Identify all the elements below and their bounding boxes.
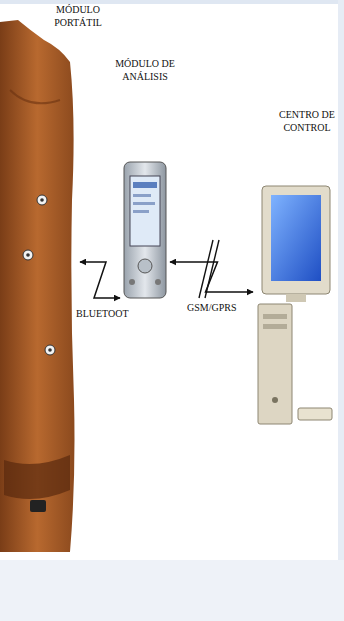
portable-module: MÓDULO PORTÁTIL bbox=[0, 4, 78, 555]
electrode-center bbox=[26, 253, 30, 257]
link-label: BLUETOOT bbox=[74, 308, 131, 320]
pda-screen-line bbox=[133, 202, 155, 205]
torso-body bbox=[0, 20, 75, 552]
electrode bbox=[23, 250, 33, 260]
pda-button bbox=[138, 259, 152, 273]
top-band bbox=[0, 0, 344, 4]
pda-body bbox=[124, 162, 166, 298]
pda-button bbox=[155, 279, 161, 285]
computer-tower bbox=[258, 304, 292, 424]
keyboard bbox=[298, 408, 332, 420]
monitor-stand bbox=[286, 294, 306, 302]
module-heading: MÓDULO PORTÁTIL bbox=[48, 4, 108, 29]
drive-slot bbox=[263, 314, 287, 319]
interruption-slashes bbox=[199, 240, 219, 298]
electrode bbox=[45, 345, 55, 355]
pda-screen bbox=[130, 176, 160, 246]
monitor-frame bbox=[262, 186, 330, 294]
pda-screen-line bbox=[133, 210, 149, 213]
pda-screen-line bbox=[133, 194, 151, 197]
pda-screen-bar bbox=[133, 182, 157, 188]
electrode bbox=[37, 195, 47, 205]
side-band bbox=[338, 0, 344, 560]
torso-figure bbox=[0, 20, 75, 552]
torso-shade bbox=[10, 90, 60, 103]
analysis-module: MÓDULO DE ANÁLISIS bbox=[122, 160, 168, 300]
control-center: CENTRO DE CONTROL bbox=[255, 185, 333, 425]
pda-button bbox=[129, 279, 135, 285]
monitor-screen bbox=[271, 195, 321, 281]
body-strap bbox=[4, 455, 70, 499]
computer-figure bbox=[258, 186, 332, 424]
electrode-center bbox=[40, 198, 44, 202]
drive-slot bbox=[263, 324, 287, 329]
electrode-center bbox=[48, 348, 52, 352]
link-label: GSM/GPRS bbox=[185, 302, 238, 314]
white-ground bbox=[0, 0, 344, 560]
module-heading: CENTRO DE CONTROL bbox=[275, 109, 339, 134]
power-button bbox=[272, 397, 278, 403]
pda-figure bbox=[124, 162, 166, 298]
wireless-link bbox=[80, 262, 120, 298]
wireless-link bbox=[170, 262, 253, 292]
sensor-unit bbox=[30, 500, 46, 512]
module-heading: MÓDULO DE ANÁLISIS bbox=[112, 58, 178, 83]
